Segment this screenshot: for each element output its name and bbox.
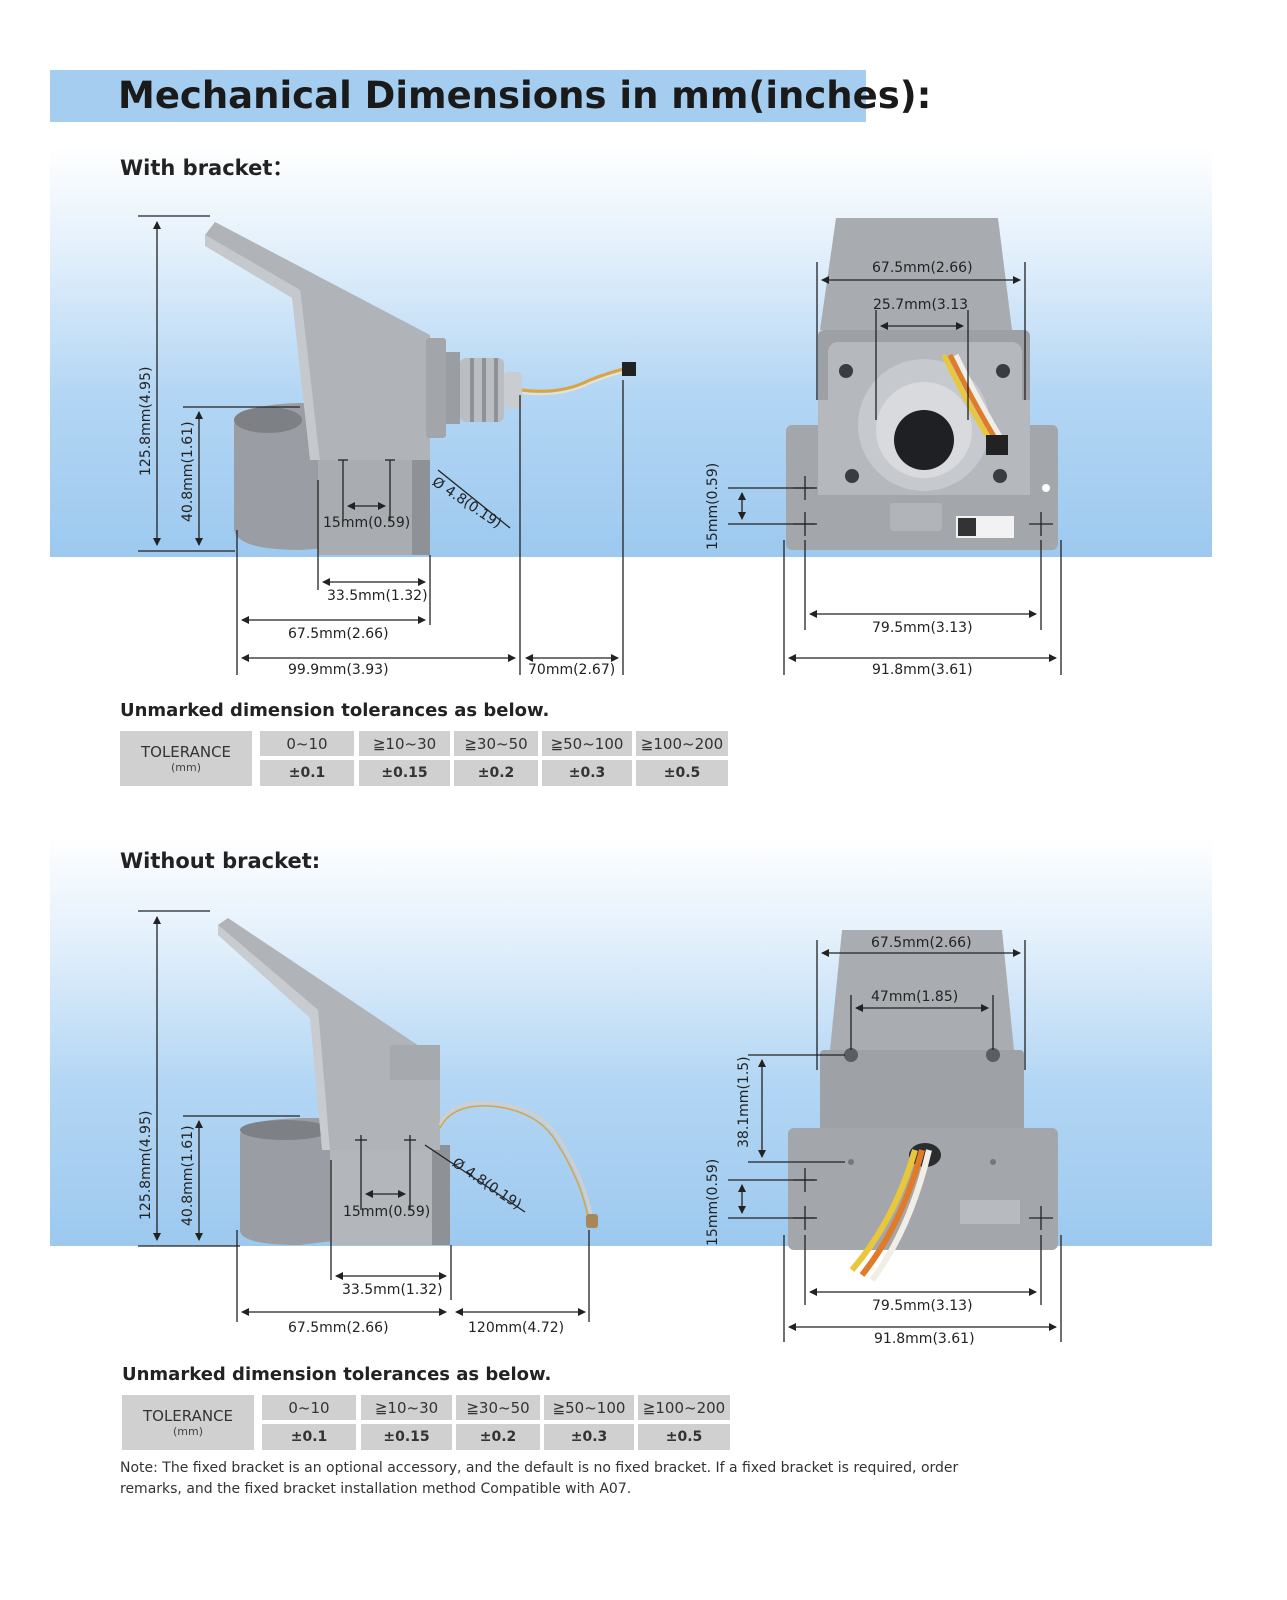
- dim-height-total: 125.8mm(4.95): [138, 1110, 154, 1220]
- dim-height-total: 125.8mm(4.95): [138, 366, 154, 476]
- tolerance-header: TOLERANCE (mm): [122, 1395, 254, 1450]
- dim-99: 99.9mm(3.93): [288, 662, 389, 678]
- title-band: [50, 70, 866, 122]
- side-view-with-bracket: [205, 222, 636, 555]
- side-view-without-bracket: [218, 918, 598, 1245]
- note-line-2: remarks, and the fixed bracket installat…: [120, 1481, 632, 1497]
- dim-91: 91.8mm(3.61): [872, 662, 973, 678]
- dim-width-inner: 25.7mm(3.13: [873, 297, 969, 313]
- tolerance-value: ±0.3: [542, 760, 632, 786]
- page-title: Mechanical Dimensions in mm(inches):: [118, 74, 932, 117]
- tolerance-range: ≧100~200: [636, 731, 728, 756]
- tolerance-header: TOLERANCE (mm): [120, 731, 252, 786]
- tolerance-range: ≧10~30: [359, 731, 450, 756]
- dim-91: 91.8mm(3.61): [874, 1331, 975, 1347]
- tolerance-caption-1: Unmarked dimension tolerances as below.: [120, 700, 550, 721]
- dim-33: 33.5mm(1.32): [342, 1282, 443, 1298]
- note-line-1: Note: The fixed bracket is an optional a…: [120, 1460, 959, 1476]
- dim-height-holes: 38.1mm(1.5): [736, 1056, 752, 1148]
- tolerance-value: ±0.2: [456, 1424, 540, 1450]
- tolerance-value: ±0.15: [359, 760, 450, 786]
- dim-hole-vertical: 15mm(0.59): [705, 1158, 721, 1246]
- dim-height-ring: 40.8mm(1.61): [180, 1125, 196, 1226]
- tolerance-value: ±0.1: [260, 760, 354, 786]
- tolerance-table-1: TOLERANCE (mm) 0~10 ≧10~30 ≧30~50 ≧50~10…: [120, 731, 730, 786]
- dim-cable: 70mm(2.67): [528, 662, 616, 678]
- tolerance-range: ≧30~50: [456, 1395, 540, 1420]
- tolerance-value: ±0.5: [636, 760, 728, 786]
- dim-hole-spacing: 15mm(0.59): [323, 515, 411, 531]
- front-view-with-bracket: [786, 218, 1058, 550]
- dim-hole-vertical: 15mm(0.59): [705, 462, 721, 550]
- tolerance-range: 0~10: [262, 1395, 356, 1420]
- tolerance-range: ≧30~50: [454, 731, 538, 756]
- tolerance-value: ±0.15: [361, 1424, 452, 1450]
- tolerance-table-2: TOLERANCE (mm) 0~10 ≧10~30 ≧30~50 ≧50~10…: [122, 1395, 732, 1450]
- tolerance-value: ±0.3: [544, 1424, 634, 1450]
- with-bracket-label: With bracket：: [120, 156, 294, 180]
- tolerance-range: ≧100~200: [638, 1395, 730, 1420]
- dim-width-inner: 47mm(1.85): [871, 989, 959, 1005]
- dim-hole-spacing: 15mm(0.59): [343, 1204, 431, 1220]
- dim-width-top: 67.5mm(2.66): [871, 935, 972, 951]
- dim-height-ring: 40.8mm(1.61): [180, 421, 196, 522]
- without-bracket-label: Without bracket:: [120, 849, 321, 873]
- tolerance-value: ±0.2: [454, 760, 538, 786]
- dim-79: 79.5mm(3.13): [872, 620, 973, 636]
- tolerance-caption-2: Unmarked dimension tolerances as below.: [122, 1364, 552, 1385]
- tolerance-range: 0~10: [260, 731, 354, 756]
- tolerance-value: ±0.1: [262, 1424, 356, 1450]
- tolerance-range: ≧50~100: [544, 1395, 634, 1420]
- dim-79: 79.5mm(3.13): [872, 1298, 973, 1314]
- tolerance-value: ±0.5: [638, 1424, 730, 1450]
- dim-33: 33.5mm(1.32): [327, 588, 428, 604]
- tolerance-range: ≧50~100: [542, 731, 632, 756]
- front-view-without-bracket: [788, 930, 1058, 1282]
- dim-67: 67.5mm(2.66): [288, 626, 389, 642]
- tolerance-range: ≧10~30: [361, 1395, 452, 1420]
- dim-width-top: 67.5mm(2.66): [872, 260, 973, 276]
- dim-cable: 120mm(4.72): [468, 1320, 565, 1336]
- dim-67: 67.5mm(2.66): [288, 1320, 389, 1336]
